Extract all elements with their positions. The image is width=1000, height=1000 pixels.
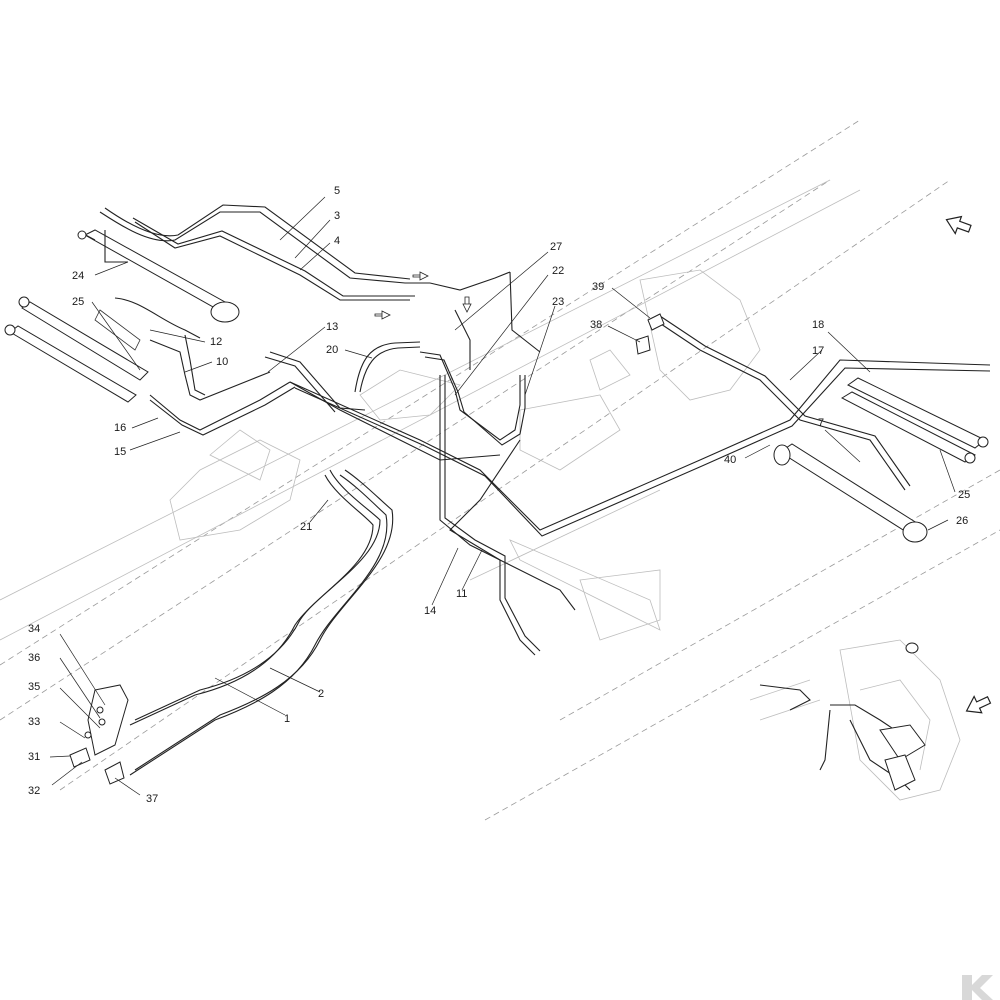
callout-4: 4: [334, 235, 340, 247]
callout-37: 37: [146, 793, 158, 805]
callout-1: 1: [284, 713, 290, 725]
arrow-left-down-icon: [945, 215, 972, 235]
callout-32: 32: [28, 785, 40, 797]
callout-17: 17: [812, 345, 824, 357]
callout-20: 20: [326, 344, 338, 356]
callout-34: 34: [28, 623, 40, 635]
k-logo-icon: [962, 975, 993, 1000]
arrow-left-up-icon: [965, 695, 992, 714]
callout-23: 23: [552, 296, 564, 308]
callout-16: 16: [114, 422, 126, 434]
callout-18: 18: [812, 319, 824, 331]
callout-3: 3: [334, 210, 340, 222]
callout-2: 2: [318, 688, 324, 700]
callout-27: 27: [550, 241, 562, 253]
flow-arrows: [374, 271, 472, 320]
callout-25-right: 25: [958, 489, 970, 501]
leader-lines: [49, 196, 956, 796]
callout-15: 15: [114, 446, 126, 458]
callout-35: 35: [28, 681, 40, 693]
callout-36: 36: [28, 652, 40, 664]
callout-39: 39: [592, 281, 604, 293]
callout-10: 10: [216, 356, 228, 368]
callout-33: 33: [28, 716, 40, 728]
callout-12: 12: [210, 336, 222, 348]
callout-22: 22: [552, 265, 564, 277]
callout-38: 38: [590, 319, 602, 331]
callout-7: 7: [818, 417, 824, 429]
callout-13: 13: [326, 321, 338, 333]
callout-labels: 1 2 3 4 5 7 10 11 12 13 14 15 16 17 18 2…: [28, 185, 970, 805]
callout-40: 40: [724, 454, 736, 466]
callout-24: 24: [72, 270, 84, 282]
callout-14: 14: [424, 605, 436, 617]
hydraulic-lines: [4, 204, 991, 791]
callout-11: 11: [456, 588, 467, 600]
callout-31: 31: [28, 751, 40, 763]
callout-21: 21: [300, 521, 312, 533]
callout-25-left: 25: [72, 296, 84, 308]
callout-26: 26: [956, 515, 968, 527]
callout-5: 5: [334, 185, 340, 197]
